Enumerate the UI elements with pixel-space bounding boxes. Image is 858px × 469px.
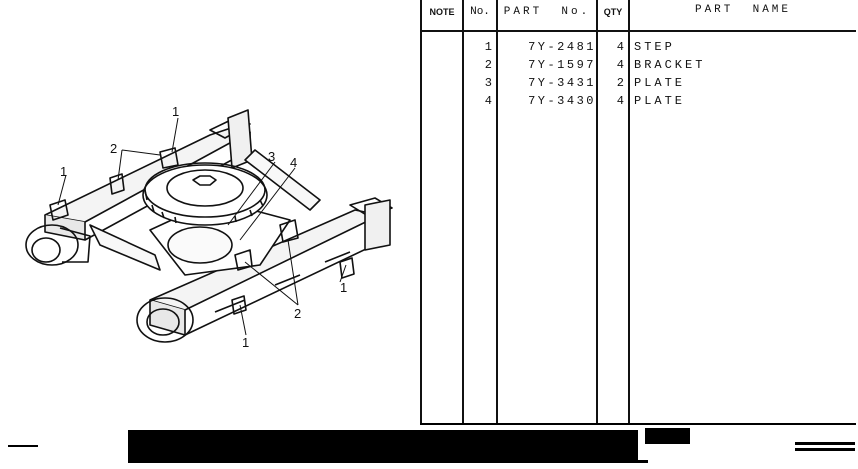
footer-black-tab <box>645 428 690 444</box>
callout-1-top: 1 <box>172 104 179 119</box>
footer-rule-2 <box>795 448 855 451</box>
footer-mark-left <box>8 445 38 447</box>
table-row: 1 7Y-2481 4 STEP <box>420 38 856 56</box>
header-divider <box>420 30 856 32</box>
table-row: 2 7Y-1597 4 BRACKET <box>420 56 856 74</box>
row-part-no: 7Y-3431 <box>528 76 596 90</box>
row-part-name: PLATE <box>634 94 686 108</box>
row-no: 1 <box>484 40 492 54</box>
header-part-name: PART NAME <box>694 4 791 16</box>
callout-2-top: 2 <box>110 141 117 156</box>
row-no: 4 <box>484 94 492 108</box>
table-row: 4 7Y-3430 4 PLATE <box>420 92 856 110</box>
callout-1-right: 1 <box>340 280 347 295</box>
row-no: 3 <box>484 76 492 90</box>
callout-1-bottom: 1 <box>242 335 249 350</box>
header-no: No. <box>470 6 490 18</box>
row-part-name: PLATE <box>634 76 686 90</box>
footer-rule-1 <box>795 442 855 445</box>
row-part-no: 7Y-3430 <box>528 94 596 108</box>
parts-diagram: 1 2 3 4 1 1 2 1 <box>0 0 420 425</box>
row-qty: 2 <box>616 76 624 90</box>
callout-2-bottom: 2 <box>294 306 301 321</box>
row-qty: 4 <box>616 40 624 54</box>
col-divider-no <box>496 0 498 423</box>
callout-1-left: 1 <box>60 164 67 179</box>
table-row: 3 7Y-3431 2 PLATE <box>420 74 856 92</box>
header-note: NOTE <box>429 7 455 17</box>
scan-footer <box>0 423 858 469</box>
table-bottom-rule <box>420 423 856 425</box>
footer-underline <box>128 460 648 463</box>
row-part-no: 7Y-2481 <box>528 40 596 54</box>
table-border-left <box>420 0 422 423</box>
header-qty: QTY <box>603 7 623 17</box>
callout-3: 3 <box>268 149 275 164</box>
row-part-name: BRACKET <box>634 58 706 72</box>
parts-table: NOTE No. PART No. QTY PART NAME 1 7Y-248… <box>420 0 856 425</box>
footer-black-band <box>128 430 638 460</box>
row-qty: 4 <box>616 94 624 108</box>
col-divider-qty <box>628 0 630 423</box>
row-part-no: 7Y-1597 <box>528 58 596 72</box>
row-no: 2 <box>484 58 492 72</box>
col-divider-part <box>596 0 598 423</box>
col-divider-note <box>462 0 464 423</box>
callout-4: 4 <box>290 155 297 170</box>
header-part-no: PART No. <box>503 6 591 18</box>
row-qty: 4 <box>616 58 624 72</box>
undercarriage-frame-drawing: 1 2 3 4 1 1 2 1 <box>25 104 393 350</box>
row-part-name: STEP <box>634 40 675 54</box>
